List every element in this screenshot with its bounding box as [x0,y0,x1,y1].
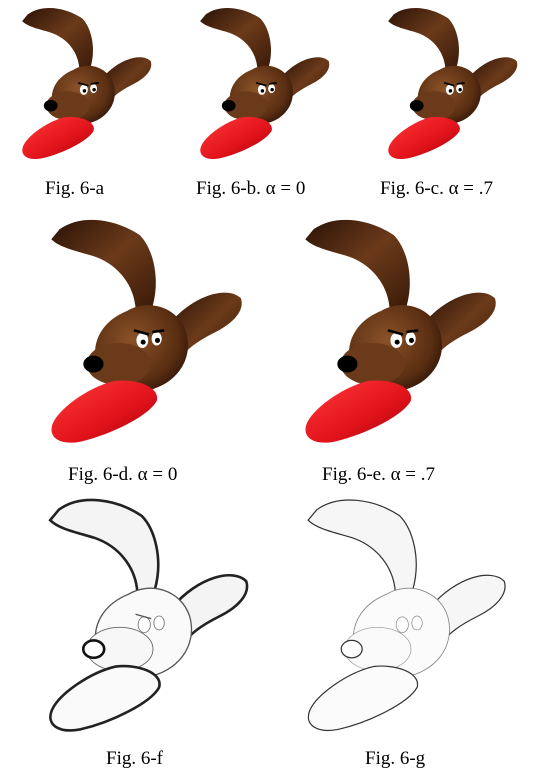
caption-6c: Fig. 6-c. α = .7 [380,178,494,199]
caption-6b: Fig. 6-b. α = 0 [196,178,306,199]
figure-6d-image [34,214,254,450]
caption-6a: Fig. 6-a [45,178,105,199]
caption-6g: Fig. 6-g [365,748,426,769]
figure-6c-image [376,4,526,164]
figure-6f-image [28,494,264,738]
figure-6b-image [188,4,338,164]
figure-6a-image [10,4,160,164]
caption-6d: Fig. 6-d. α = 0 [68,464,178,485]
figure-6g-image [286,494,522,738]
figure-6e-image [288,214,508,450]
caption-6e: Fig. 6-e. α = .7 [322,464,436,485]
caption-6f: Fig. 6-f [106,748,163,769]
